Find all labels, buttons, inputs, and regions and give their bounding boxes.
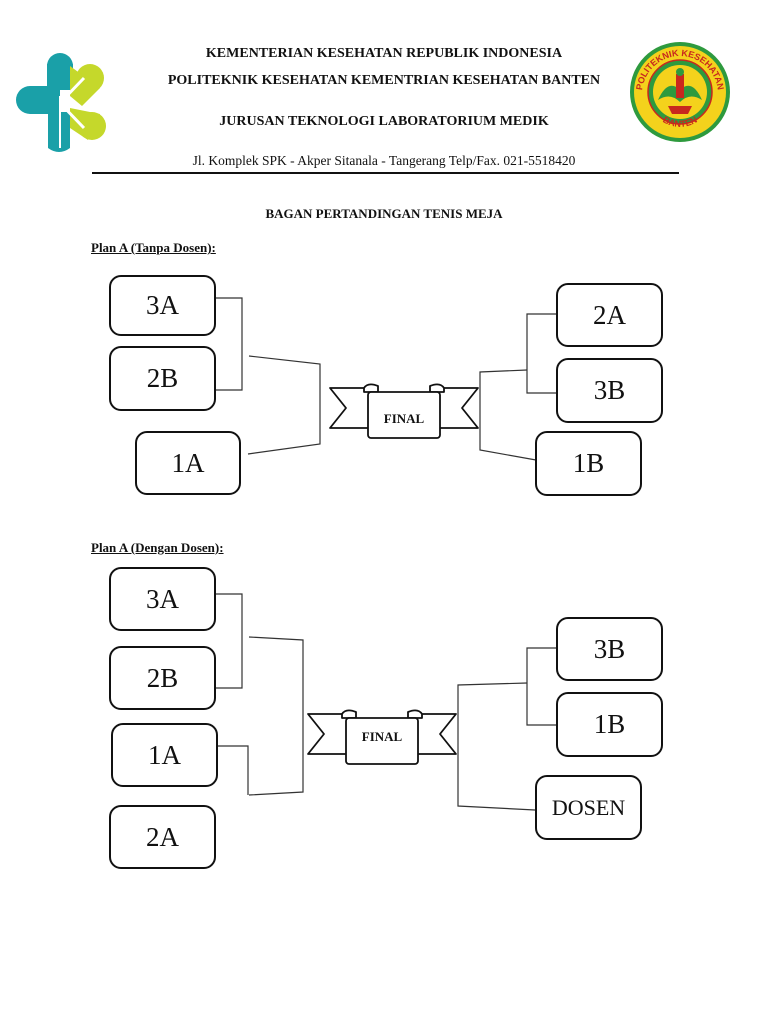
team-box: DOSEN — [535, 775, 642, 840]
final-label: FINAL — [361, 729, 403, 744]
team-box: 2B — [109, 646, 216, 710]
team-box: 2A — [556, 283, 663, 347]
final-banner — [307, 709, 457, 765]
final-label: FINAL — [383, 411, 425, 426]
svg-text:BANTEN: BANTEN — [661, 115, 698, 129]
plan-label-tanpa-dosen: Plan A (Tanpa Dosen): — [91, 240, 216, 255]
department-name: JURUSAN TEKNOLOGI LABORATORIUM MEDIK — [219, 114, 549, 129]
team-box: 1A — [135, 431, 241, 495]
plan-label-dengan-dosen: Plan A (Dengan Dosen): — [91, 540, 224, 555]
team-box: 3B — [556, 358, 663, 423]
team-box: 2B — [109, 346, 216, 411]
header-rule — [92, 172, 679, 174]
page-title: BAGAN PERTANDINGAN TENIS MEJA — [265, 206, 503, 221]
poltekkes-seal: POLITEKNIK KESEHATAN BANTEN — [630, 42, 730, 142]
institution-name: POLITEKNIK KESEHATAN KEMENTRIAN KESEHATA… — [167, 73, 601, 88]
address-line: Jl. Komplek SPK - Akper Sitanala - Tange… — [192, 153, 576, 168]
team-box: 3A — [109, 275, 216, 336]
team-box: 2A — [109, 805, 216, 869]
ministry-name: KEMENTERIAN KESEHATAN REPUBLIK INDONESIA — [205, 46, 563, 61]
team-box: 3A — [109, 567, 216, 631]
final-banner — [329, 383, 479, 439]
team-box: 1B — [556, 692, 663, 757]
kemenkes-logo — [16, 53, 106, 152]
team-box: 1A — [111, 723, 218, 787]
team-box: 3B — [556, 617, 663, 681]
team-box: 1B — [535, 431, 642, 496]
